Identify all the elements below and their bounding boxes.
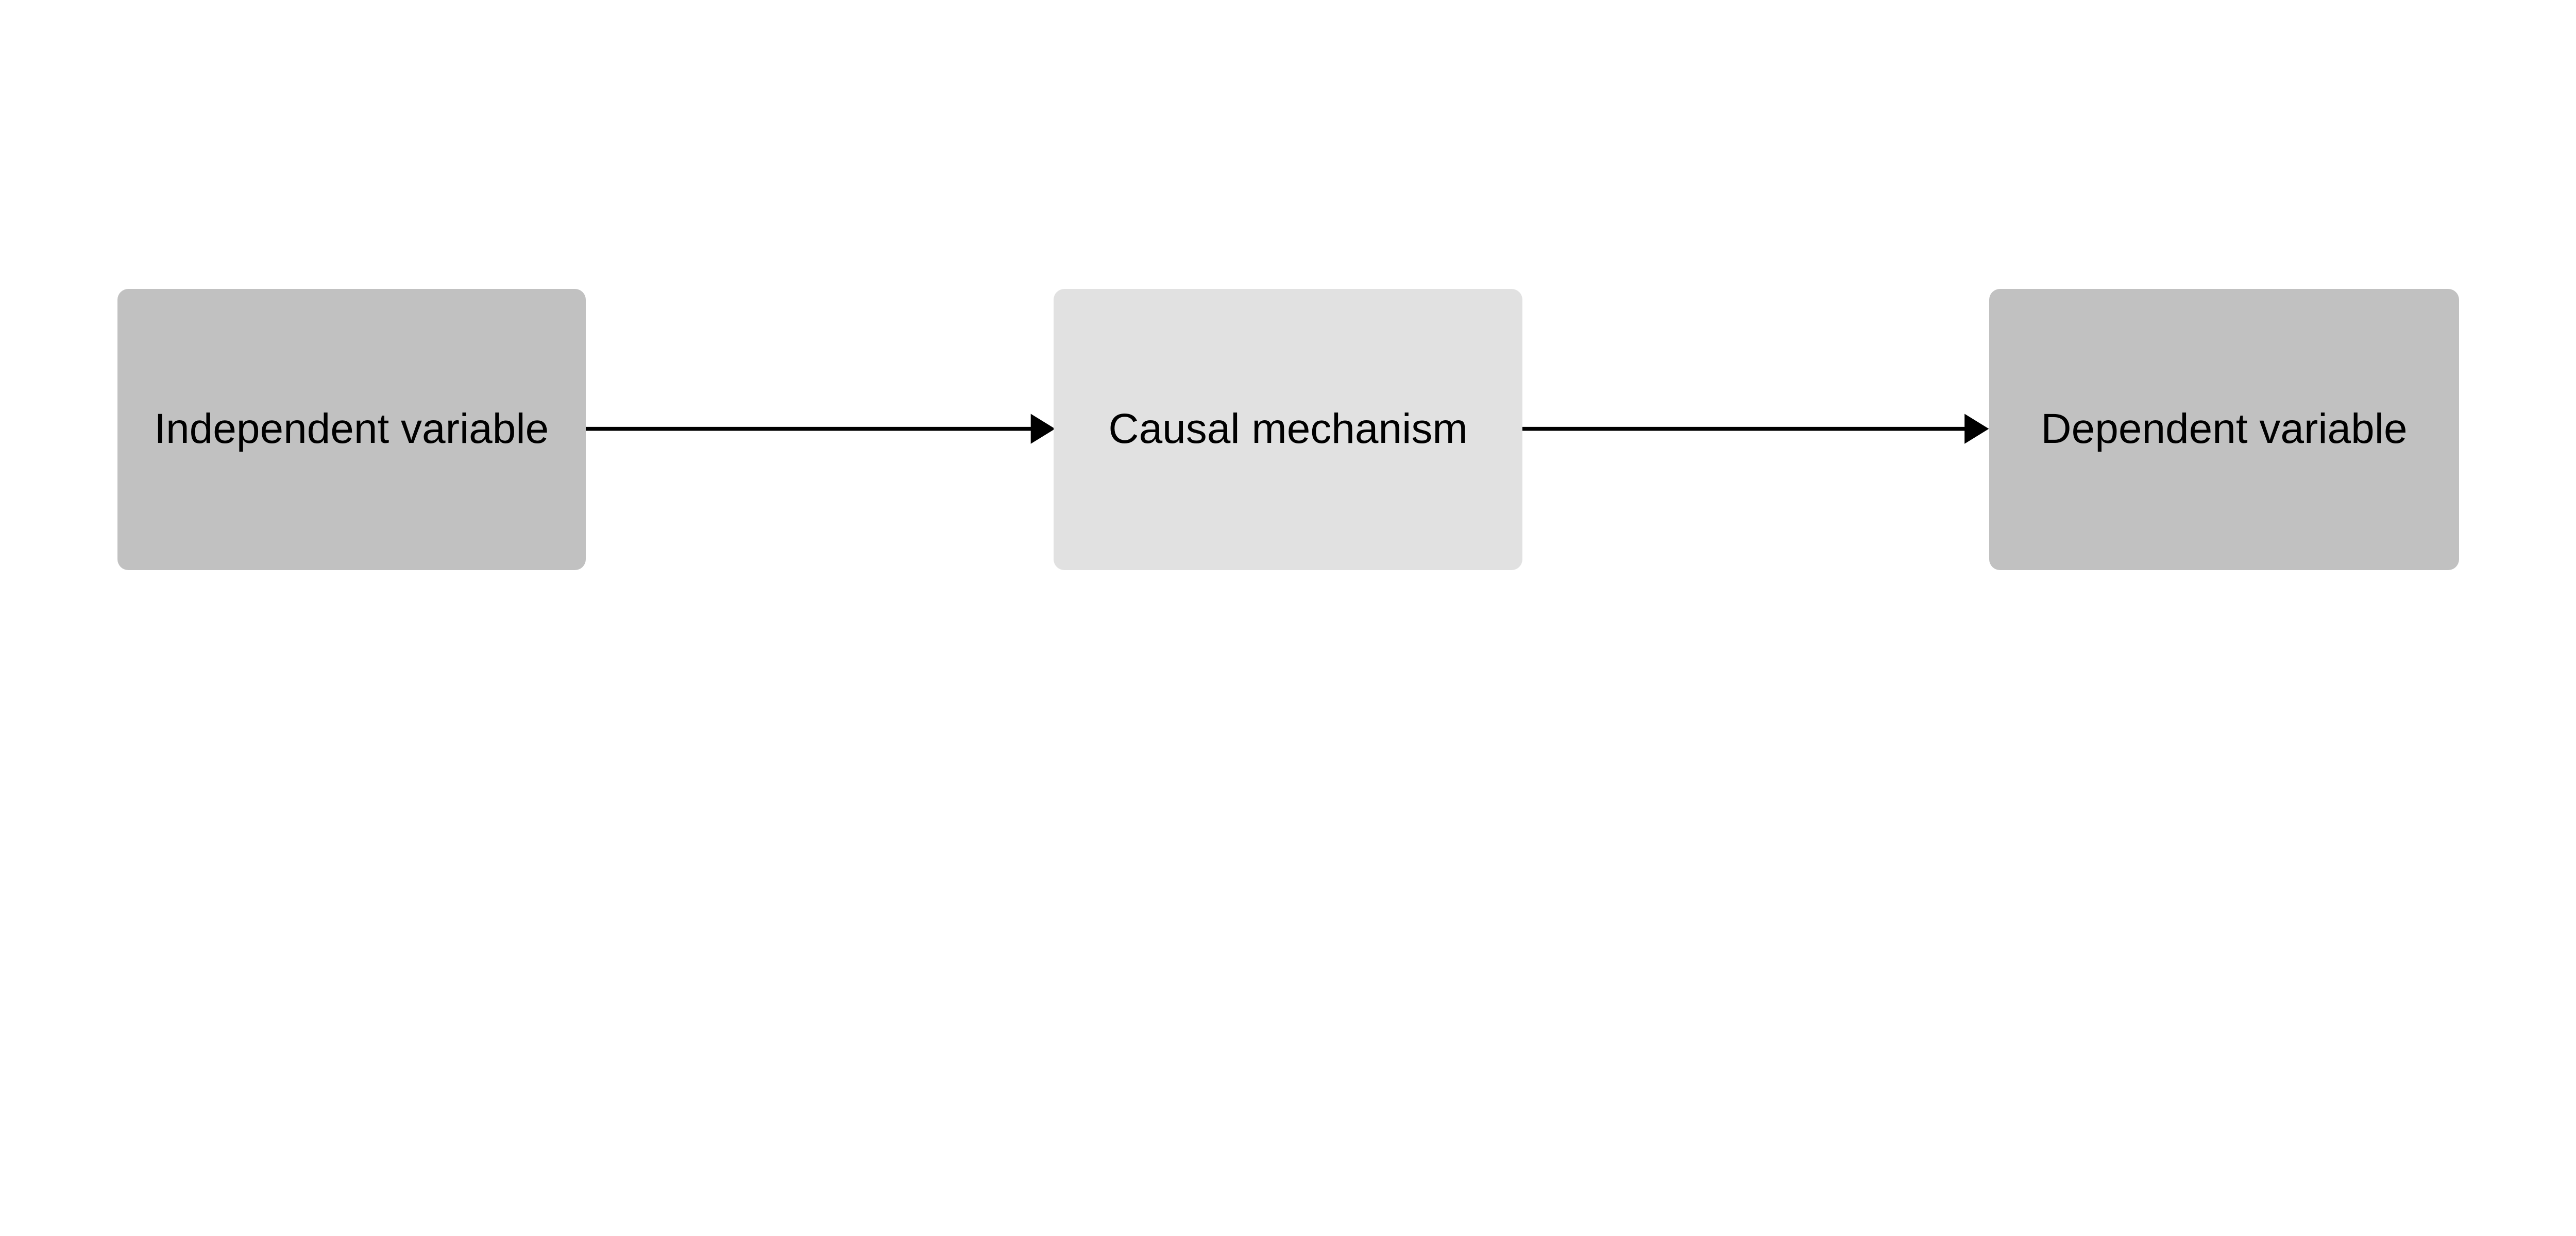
node-causal-mechanism: Causal mechanism: [1054, 288, 1522, 570]
arrow-head-icon: [1030, 414, 1055, 444]
node-independent-variable: Independent variable: [117, 288, 586, 570]
node-causal-mechanism-label: Causal mechanism: [1108, 405, 1468, 453]
arrow-head-icon: [1964, 414, 1989, 444]
node-dependent-variable-label: Dependent variable: [2041, 405, 2408, 453]
arrow-mechanism-to-dependent: [1519, 414, 1989, 444]
arrow-independent-to-mechanism: [582, 414, 1055, 444]
node-independent-variable-label: Independent variable: [154, 405, 549, 453]
node-dependent-variable: Dependent variable: [1989, 288, 2459, 570]
causal-flow-diagram: Independent variable Causal mechanism De…: [117, 288, 2459, 570]
